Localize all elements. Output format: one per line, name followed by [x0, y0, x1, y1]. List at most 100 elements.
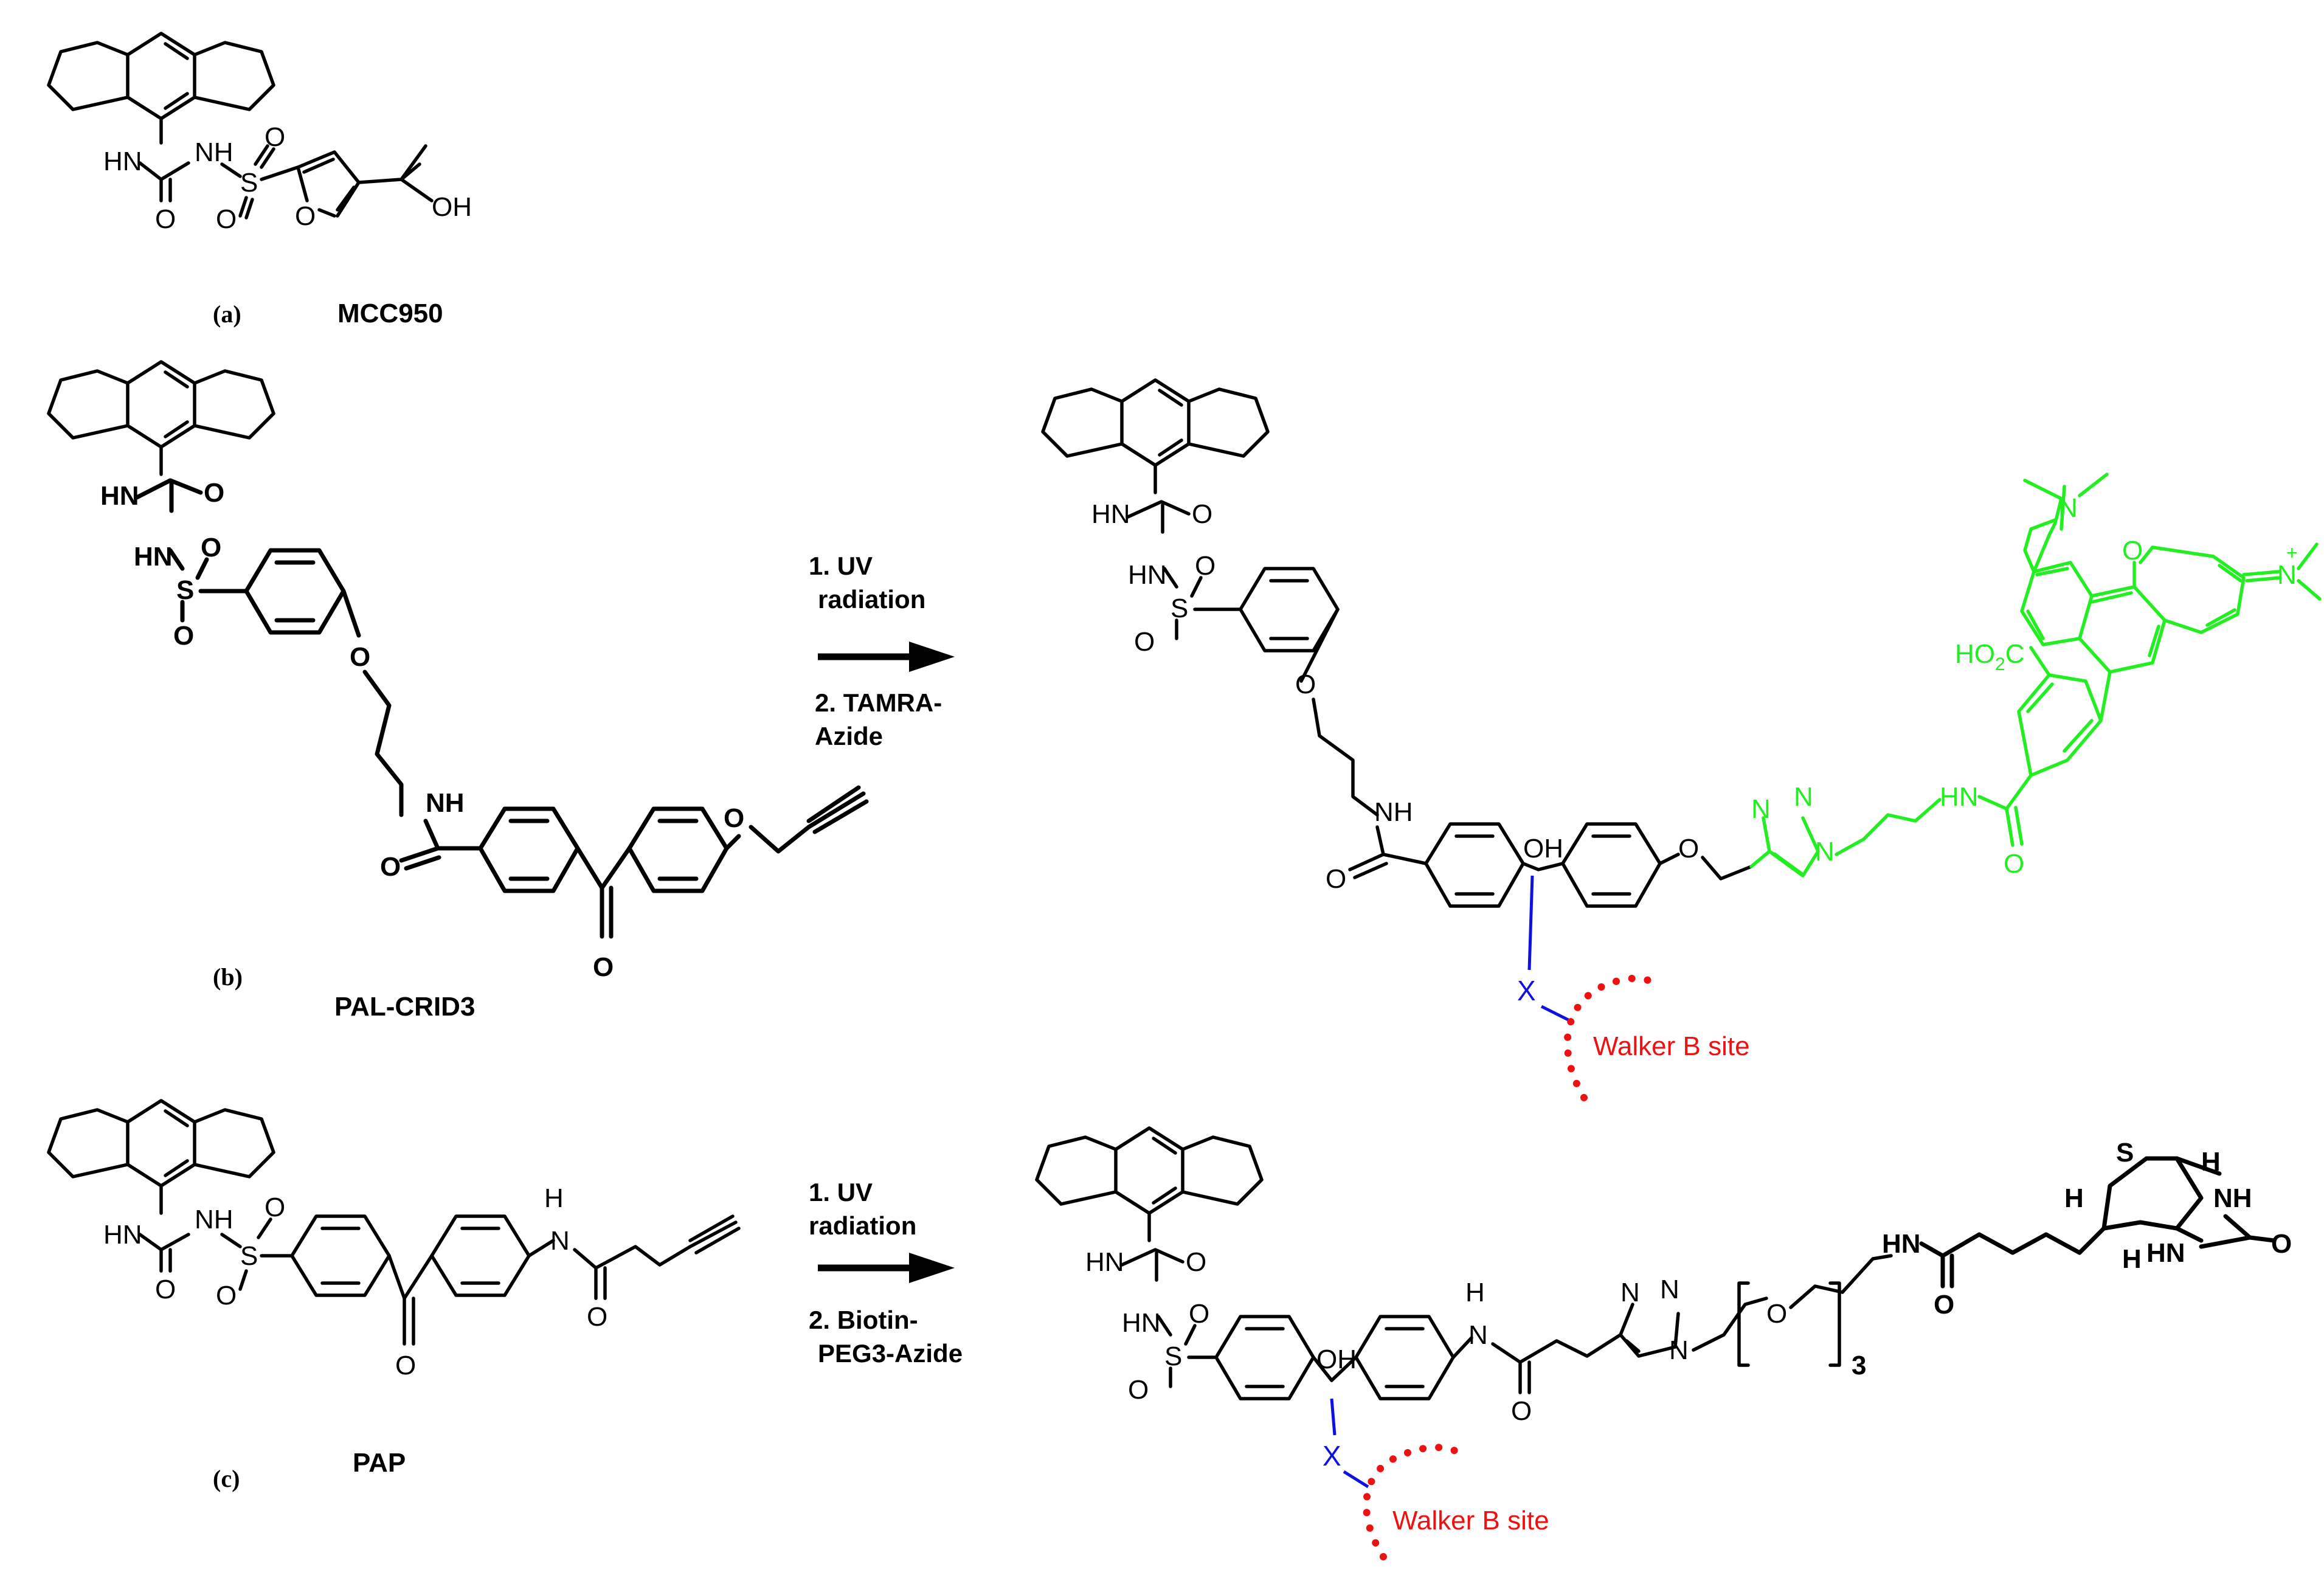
c-compound-name: PAP: [353, 1448, 406, 1478]
c-o2: O: [216, 1281, 237, 1310]
cp-n3: N: [1669, 1335, 1689, 1365]
b-step1b: radiation: [818, 585, 925, 614]
a-oh: OH: [432, 192, 472, 222]
b-o-carbonyl: O: [204, 478, 224, 508]
cp-o1: O: [1189, 1299, 1209, 1329]
b-tamra-fluorophore: N N N HN O HO2C O: [1749, 472, 2322, 879]
bp-o-ether: O: [1295, 670, 1316, 699]
b-letter: (b): [213, 963, 243, 991]
cp-o2: O: [1128, 1375, 1149, 1405]
t-ho2c-c: C: [2005, 639, 2025, 669]
b-s: S: [176, 575, 194, 605]
cp-nh2: HN: [1122, 1308, 1161, 1338]
t-hn: HN: [1940, 782, 1979, 812]
b-walker-b-site-arc: [1563, 974, 1661, 1101]
a-o-furan: O: [295, 201, 316, 231]
cp-nh-b1: NH: [2213, 1183, 2252, 1213]
bp-nh2: HN: [1128, 560, 1167, 590]
b-step2: 2. TAMRA-: [815, 688, 942, 717]
t-ho2c-ho: HO: [1955, 639, 1995, 669]
cp-o-peg: O: [1766, 1299, 1787, 1329]
bp-oh: OH: [1523, 834, 1563, 864]
cp-hn-biotin: HN: [1882, 1229, 1921, 1259]
a-nh2: NH: [195, 137, 233, 167]
cp-n2: N: [1660, 1275, 1679, 1304]
bp-nh-amide: NH: [1374, 797, 1413, 827]
t-n3: N: [1815, 837, 1835, 867]
cp-repeat: 3: [1852, 1351, 1866, 1380]
t-n-plus: N: [2277, 560, 2297, 590]
b-o-amide: O: [380, 852, 401, 882]
b-walker-b-site: Walker B site: [1593, 1031, 1750, 1061]
t-plus: +: [2286, 542, 2298, 564]
c-h: H: [544, 1183, 564, 1213]
b-nh-amide: NH: [426, 788, 465, 818]
t-ho2c: HO2C: [1955, 639, 2024, 674]
t-o-xanthene: O: [2122, 536, 2143, 566]
a-compound-name: MCC950: [337, 299, 443, 328]
c-nh2: NH: [195, 1205, 233, 1234]
c-o-ketone: O: [395, 1351, 416, 1380]
b-step2b: Azide: [815, 722, 883, 750]
c-step2: 2. Biotin-: [809, 1306, 918, 1334]
b-product: HN O HN S O O O NH O OH: [1041, 378, 1753, 1101]
cp-s: S: [1164, 1341, 1182, 1371]
t-o-amide: O: [2004, 849, 2024, 879]
b-nh1: HN: [100, 481, 139, 511]
b-compound-name: PAL-CRID3: [334, 992, 475, 1022]
cp-x: X: [1323, 1440, 1341, 1472]
cp-h3: H: [2122, 1244, 2142, 1274]
c-nh1: HN: [103, 1220, 142, 1250]
c-o-carbonyl: O: [155, 1275, 176, 1304]
a-nh1: HN: [103, 147, 142, 176]
c-walker-b-site-arc: [1363, 1444, 1469, 1560]
c-step2b: PEG3-Azide: [818, 1339, 963, 1368]
bp-s: S: [1171, 594, 1188, 623]
cp-oh: OH: [1316, 1345, 1357, 1374]
bp-o2: O: [1134, 627, 1155, 657]
b-o1: O: [201, 533, 221, 562]
b-o-ether: O: [350, 642, 370, 672]
c-product: HN O HN S O O OH H N O: [1035, 1126, 2292, 1560]
t-ho2c-sub: 2: [1995, 654, 2005, 674]
b-o2: O: [173, 621, 194, 651]
c-o1: O: [265, 1192, 285, 1222]
a-o2: O: [216, 204, 237, 234]
cp-o-biotin-amide: O: [1934, 1290, 1954, 1320]
t-n2: N: [1794, 782, 1813, 812]
bp-nh1: HN: [1091, 499, 1130, 529]
cp-nh-b2: HN: [2146, 1238, 2185, 1268]
c-s: S: [240, 1241, 258, 1271]
c-walker-b-site: Walker B site: [1392, 1506, 1549, 1535]
t-n1: N: [1751, 794, 1771, 824]
c-o-amide: O: [587, 1302, 607, 1332]
c-step1b: radiation: [809, 1211, 916, 1240]
bp-o-ether2: O: [1678, 834, 1699, 864]
panel-c-pap: HN O NH S O O O H N O (c) PAP 1. UV radi…: [47, 1099, 2292, 1560]
cp-nh1: HN: [1085, 1247, 1124, 1277]
cp-h: H: [1465, 1278, 1485, 1307]
bp-o-carbonyl: O: [1192, 499, 1212, 529]
a-letter: (a): [213, 300, 241, 328]
a-s: S: [240, 168, 258, 198]
panel-a-mcc950: HN O NH S O O O OH (a) MCC950: [47, 32, 472, 328]
a-o1: O: [265, 122, 285, 152]
cp-o-amide: O: [1511, 1396, 1532, 1426]
b-o-ketone: O: [593, 952, 614, 982]
bp-o1: O: [1195, 551, 1216, 581]
cp-o-urea: O: [2271, 1229, 2292, 1259]
bp-o-amide: O: [1326, 864, 1346, 894]
bp-x: X: [1517, 975, 1536, 1006]
cp-h1: H: [2064, 1183, 2084, 1213]
panel-b-pal-crid3: HN O HN S O O O NH O O O (: [47, 360, 2322, 1101]
cp-n1: N: [1620, 1278, 1640, 1307]
a-o-carbonyl: O: [155, 204, 176, 234]
c-step1: 1. UV: [809, 1178, 873, 1206]
b-step1: 1. UV: [809, 552, 873, 580]
cp-s-biotin: S: [2116, 1138, 2134, 1168]
cp-n-amide: N: [1468, 1320, 1488, 1350]
b-o-propargyl: O: [724, 803, 744, 833]
b-nh2: HN: [134, 542, 173, 572]
cp-o-carbonyl: O: [1186, 1247, 1206, 1277]
